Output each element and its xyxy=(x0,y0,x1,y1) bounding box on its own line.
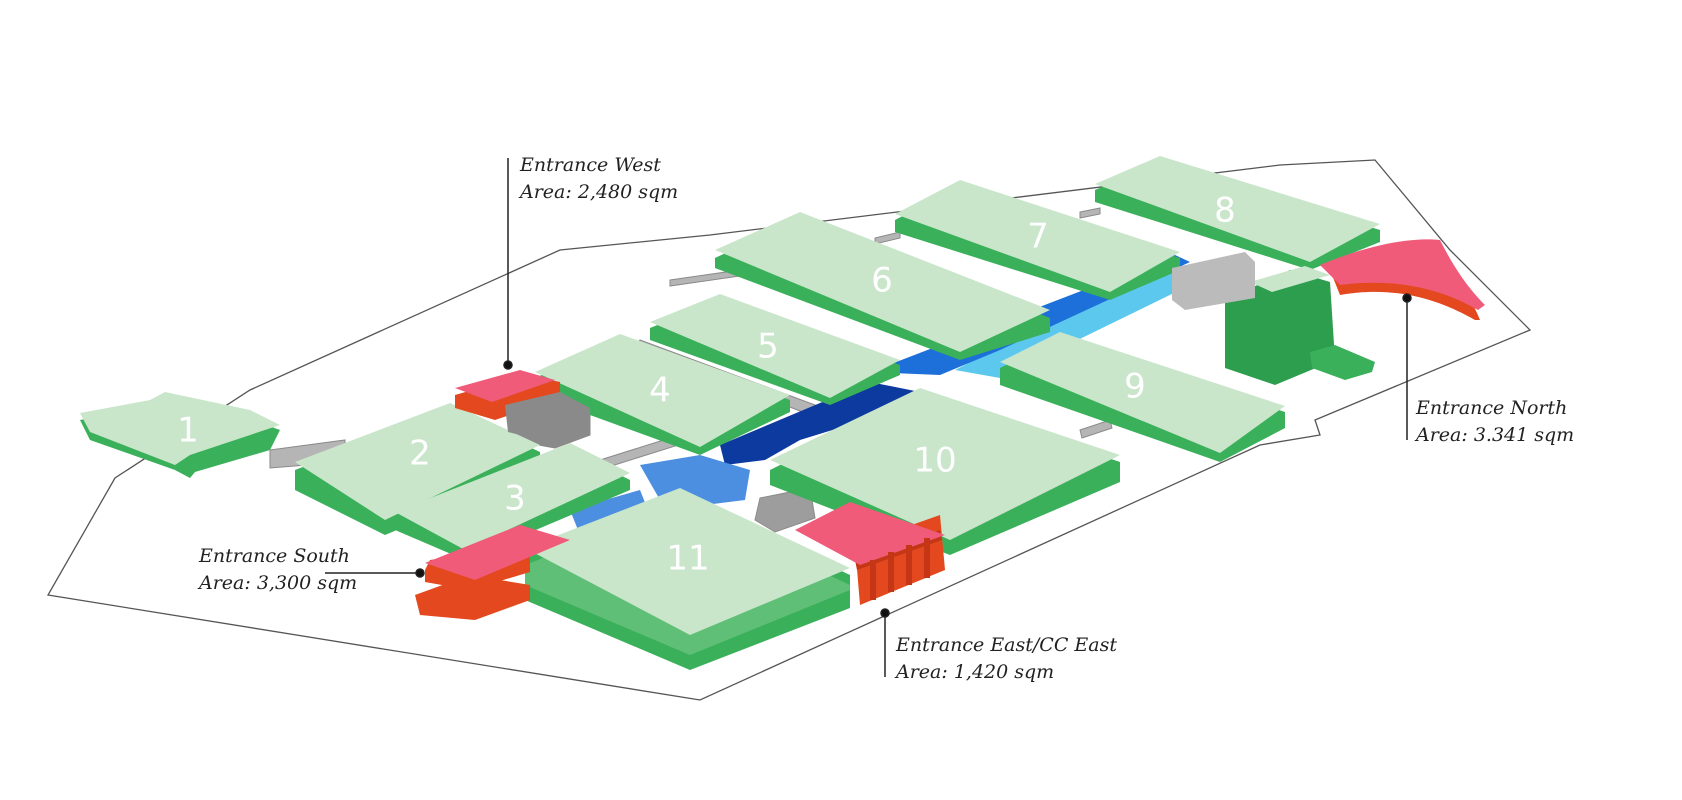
hall-8: 8 xyxy=(1095,156,1380,270)
corridor-center xyxy=(640,455,750,505)
hall-6: 6 xyxy=(715,212,1050,360)
callout-dot-north xyxy=(1402,293,1412,303)
corridor-dark xyxy=(720,382,930,465)
connector-9 xyxy=(1079,419,1113,439)
hall-5: 5 xyxy=(650,294,900,405)
entrance-west-building xyxy=(455,370,590,445)
hall-number: 11 xyxy=(666,539,709,579)
entrance-south-label: Entrance South Area: 3,300 sqm xyxy=(199,543,357,597)
hall-number: 3 xyxy=(504,479,526,519)
hall-number: 6 xyxy=(871,261,893,301)
hall-number: 2 xyxy=(409,434,431,474)
hall-number: 7 xyxy=(1027,217,1049,257)
entrance-north-building xyxy=(1320,239,1485,320)
entrance-east-building xyxy=(795,502,945,605)
hall-number: 9 xyxy=(1124,367,1146,407)
entrance-north-area: Area: 3.341 sqm xyxy=(1416,424,1575,446)
entrance-east-label: Entrance East/CC East Area: 1,420 sqm xyxy=(896,632,1117,686)
hall-number: 5 xyxy=(757,327,779,367)
hall-number: 1 xyxy=(177,411,199,451)
hall-number: 8 xyxy=(1214,191,1236,231)
north-building xyxy=(1172,252,1375,385)
callout-lines xyxy=(325,158,1412,677)
hall-3: 3 xyxy=(395,443,630,560)
callout-dot-south xyxy=(415,568,425,578)
site-outline xyxy=(46,159,1532,701)
connector-6-7 xyxy=(874,231,901,245)
callout-dot-west xyxy=(503,360,513,370)
entrance-south-building xyxy=(415,525,570,620)
hall-4: 4 xyxy=(535,334,790,455)
hall-number: 10 xyxy=(913,441,956,481)
entrance-east-area: Area: 1,420 sqm xyxy=(896,661,1055,683)
entrance-north-label: Entrance North Area: 3.341 sqm xyxy=(1416,395,1574,449)
hall-number: 4 xyxy=(649,371,671,411)
callout-dot-east xyxy=(880,608,890,618)
hall-2: 2 xyxy=(295,403,540,535)
connector-7-8 xyxy=(1079,207,1101,219)
entrance-west-area: Area: 2,480 sqm xyxy=(520,181,679,203)
entrance-west-label: Entrance West Area: 2,480 sqm xyxy=(520,152,678,206)
entrance-south-name: Entrance South xyxy=(199,545,350,567)
entrance-south-area: Area: 3,300 sqm xyxy=(199,572,358,594)
hall-7: 7 xyxy=(895,180,1180,300)
hall-11: 11 xyxy=(525,488,850,670)
hall-9: 9 xyxy=(1000,332,1285,462)
hall-1: 1 xyxy=(80,392,280,478)
entrance-north-name: Entrance North xyxy=(1416,397,1568,419)
entrance-west-name: Entrance West xyxy=(520,154,661,176)
entrance-east-name: Entrance East/CC East xyxy=(896,634,1117,656)
